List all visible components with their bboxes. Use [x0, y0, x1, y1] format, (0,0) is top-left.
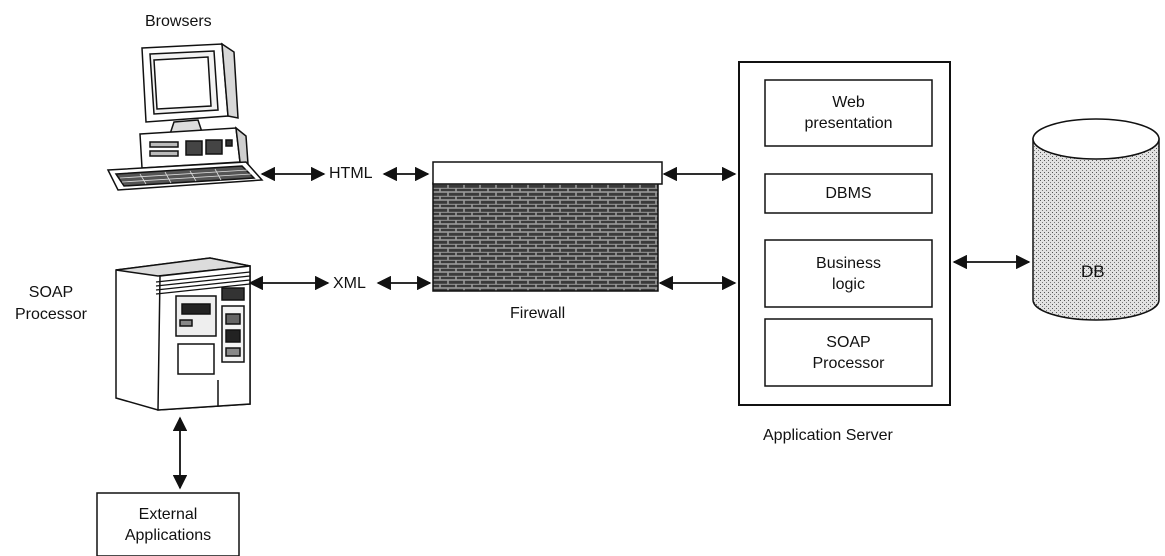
external-applications-box: [96, 492, 240, 556]
browsers-label: Browsers: [145, 13, 212, 30]
xml-label: XML: [333, 275, 366, 292]
component-business-logic-box: [764, 239, 933, 308]
firewall-icon: [432, 161, 663, 292]
application-server-label: Application Server: [763, 427, 893, 444]
component-soap-processor-label: SOAP Processor: [812, 333, 885, 372]
soap-processor-label: SOAP Processor: [14, 284, 88, 323]
component-dbms-box: [764, 173, 933, 214]
component-dbms-label: DBMS: [825, 185, 872, 202]
desktop-computer-icon: [106, 42, 264, 191]
component-web-presentation-box: [764, 79, 933, 147]
database-cylinder-icon: [1032, 118, 1160, 321]
component-soap-processor-box: [764, 318, 933, 387]
component-business-logic-label: Business logic: [816, 254, 881, 293]
server-tower-icon: [115, 257, 251, 411]
firewall-label: Firewall: [510, 305, 566, 322]
component-web-presentation-label: Web presentation: [804, 94, 893, 132]
db-label: DB: [1081, 262, 1105, 281]
external-applications-label: External Applications: [124, 505, 212, 544]
html-label: HTML: [329, 165, 373, 182]
